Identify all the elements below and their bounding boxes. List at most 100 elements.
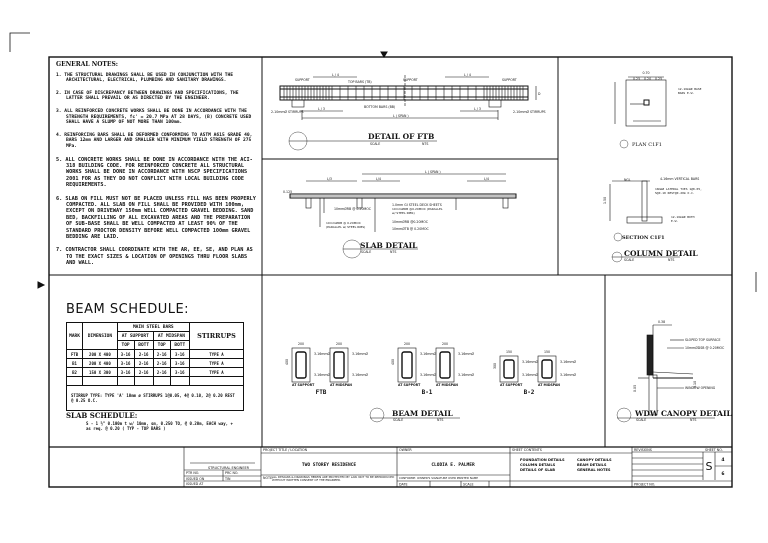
width-label: 150 <box>544 350 550 354</box>
stirrup <box>503 359 515 379</box>
issued-on: ISSUED ON <box>186 477 205 481</box>
bar-label: 3-16mmØ <box>458 351 474 356</box>
thickness-label: 0.125 <box>283 190 292 194</box>
l3-label: L/3 <box>327 177 332 181</box>
canopy-detail-title: WDW CANOPY DETAIL <box>634 409 732 418</box>
table-cell: 3-16 <box>169 367 190 377</box>
table-cell: 2-16 <box>152 367 171 377</box>
canopy-detail-drawing <box>616 324 715 423</box>
width-label: 200 <box>298 342 304 346</box>
table-cell: FTB <box>65 349 84 359</box>
bar-label: 3-16mmØ <box>420 372 436 377</box>
sheet-contents-label: SHEET CONTENTS <box>512 448 542 452</box>
base-bars-note: 12-16mmØ BASE BARS E.W. <box>678 88 702 95</box>
bottom-bars-label: BOTTOM BARS (BB) <box>364 105 395 109</box>
scale-label: SCALE <box>624 258 634 262</box>
table-cell: B2 <box>65 367 84 377</box>
ftb-detail-title: DETAIL OF FTB <box>368 132 434 141</box>
note-item: 6. SLAB ON FILL MUST NOT BE PLACED UNLES… <box>56 195 256 240</box>
span-label: L ( SPAN ) <box>425 170 441 174</box>
bar-label: 3-16mmØ <box>522 372 538 377</box>
nts-label: NTS <box>422 142 428 146</box>
plan-title: PLAN C1F1 <box>632 142 662 148</box>
scale-label: SCALE <box>361 250 371 254</box>
dimension-label: 0.20 <box>644 77 651 81</box>
header-top: TOP <box>116 340 135 350</box>
ngl-label: NGL <box>624 178 631 182</box>
span-label: L ( SPAN ) <box>393 114 409 118</box>
center-mark <box>37 281 46 289</box>
support-label: SUPPORT <box>403 78 418 82</box>
column-detail-title: COLUMN DETAIL <box>624 249 698 258</box>
table-cell <box>188 376 245 386</box>
bar-label: 3-16mmØ <box>560 359 576 364</box>
bottom-bars-note: 12-16mmØ BOTH E.W. <box>671 216 695 223</box>
note-item: 3. ALL REINFORCED CONCRETE WORKS SHALL B… <box>56 108 252 126</box>
sheet-no-label: SHEET NO. <box>705 448 723 452</box>
beam-section <box>291 347 311 383</box>
general-notes-title: GENERAL NOTES: <box>56 61 119 68</box>
issued-at: ISSUED AT <box>186 482 204 486</box>
table-cell <box>65 376 84 386</box>
sheet-content-item: FOUNDATION DETAILS <box>520 458 565 462</box>
width-label: 150 <box>506 350 512 354</box>
section-position-label: AT MIDSPAN <box>330 383 352 387</box>
stirrup <box>401 351 413 379</box>
height-label: 400 <box>391 359 395 365</box>
rebar-note: 10mmØRB @ 0.20MOC <box>334 206 372 211</box>
ptr-no: PTR NO. <box>186 471 199 475</box>
bar-label: 3-16mmØ <box>522 359 538 364</box>
beam-schedule-table: MARK DIMENSION MAIN STEEL BARS STIRRUPS … <box>65 322 245 411</box>
section-position-label: AT SUPPORT <box>500 383 523 387</box>
height-label: 400 <box>285 359 289 365</box>
owner-name: CLODIA E. PALMER <box>431 462 475 468</box>
rebar-note: 10mmØTB @ 0.20MOC <box>392 226 429 231</box>
sheet-content-item: GENERAL NOTES <box>577 468 611 472</box>
column-detail-drawing <box>609 76 680 263</box>
bars-label: 10mmØDSB @ 0.20MOC <box>685 345 725 350</box>
table-cell: 2-16 <box>133 349 154 359</box>
signature-label: STRUCTURAL ENGINEER <box>208 466 250 470</box>
header-at-support: AT SUPPORT <box>116 331 154 341</box>
dimension-label: 0.25 <box>655 77 662 81</box>
section-title: SECTION C1F1 <box>622 235 665 241</box>
section-position-label: AT MIDSPAN <box>538 383 560 387</box>
project-no-label: PROJECT NO. <box>634 483 655 487</box>
project-label: PROJECT TITLE / LOCATION <box>263 448 308 452</box>
sheet-content-item: CANOPY DETAILS <box>577 458 612 462</box>
header-bott: BOTT <box>169 340 190 350</box>
header-dimension: DIMENSION <box>82 322 118 350</box>
beam-section <box>397 347 417 383</box>
sloped-surface-label: SLOPED TOP SURFACE <box>685 338 720 342</box>
support-label: SUPPORT <box>502 78 517 82</box>
width-label: 0.38 <box>658 320 665 324</box>
stirrup <box>333 351 345 379</box>
beam-section <box>499 355 519 383</box>
header-bott: BOTT <box>133 340 154 350</box>
table-cell <box>152 376 171 386</box>
table-cell: 3-16 <box>116 349 135 359</box>
sheet-number: 4 <box>721 457 724 463</box>
table-cell: 3-16 <box>116 358 135 368</box>
scale-label: SCALE <box>393 418 403 422</box>
table-cell: B1 <box>65 358 84 368</box>
prc-no: PRC NO. <box>225 471 238 475</box>
sheet-border <box>48 56 733 488</box>
stirrup <box>541 359 553 379</box>
support-label: SUPPORT <box>295 78 310 82</box>
width-label: 200 <box>336 342 342 346</box>
header-stirrups: STIRRUPS <box>188 322 245 350</box>
table-cell: 150 X 300 <box>82 367 118 377</box>
bar-label: 3-16mmØ <box>420 351 436 356</box>
header-mark: MARK <box>65 322 84 350</box>
title-block-lines <box>183 447 732 487</box>
section-position-label: AT MIDSPAN <box>436 383 458 387</box>
table-cell <box>169 376 190 386</box>
table-cell: 200 X 400 <box>82 358 118 368</box>
table-cell: TYPE A <box>188 349 245 359</box>
tin: TIN <box>224 477 231 481</box>
table-cell: 2-16 <box>133 358 154 368</box>
depth-label: 1.50 <box>603 197 607 204</box>
rebar-note: 10mmØRB @ 0.20MOC (PARALLEL w/ STEEL RIB… <box>326 222 366 229</box>
